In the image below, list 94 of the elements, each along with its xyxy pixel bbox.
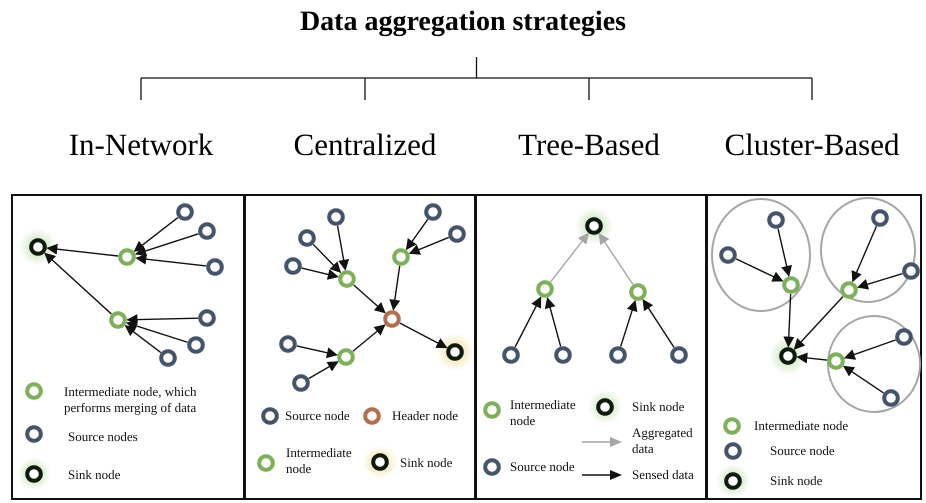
arrow (353, 284, 386, 314)
source-node-ring (609, 346, 627, 364)
arrow (135, 254, 206, 267)
source-node-ring (670, 346, 688, 364)
arrow (44, 252, 112, 314)
arrow (736, 258, 784, 282)
arrow (598, 233, 634, 285)
source-node-ring (767, 211, 785, 229)
source-node-ring (206, 258, 224, 276)
arrow (777, 228, 792, 277)
arrow (308, 361, 339, 380)
source-node-ring (198, 222, 216, 240)
panel-heading: In-Network (68, 127, 214, 163)
cluster-ellipse (711, 198, 811, 312)
arrow (794, 296, 844, 350)
arrow (135, 233, 199, 256)
source-node-ring (502, 346, 520, 364)
legend-label: Sink node (68, 467, 122, 483)
arrow (842, 366, 884, 394)
cluster-ellipse (827, 315, 921, 413)
arrow (796, 352, 828, 364)
legend-label: Source nodes (68, 429, 139, 445)
legend-label: Intermediate node (510, 397, 577, 429)
intermediate-node-ring (782, 276, 800, 294)
source-node-ring (327, 208, 345, 226)
arrow (620, 300, 638, 347)
legend-label: Sink node (770, 473, 824, 489)
intermediate-node-ring (840, 281, 858, 299)
arrow (352, 324, 386, 352)
source-node-ring (176, 203, 194, 221)
arrow (126, 314, 198, 326)
legend-label: Intermediate node (286, 445, 353, 477)
arrow (124, 325, 162, 354)
intermediate-node-ring (118, 248, 136, 266)
legend-label: Source node (510, 459, 576, 475)
arrow (46, 244, 118, 257)
arrow (852, 226, 878, 282)
source-node-ring (448, 225, 466, 243)
intermediate-node-ring (536, 280, 554, 298)
source-node-ring (187, 336, 205, 354)
panel-heading: Tree-Based (517, 127, 661, 163)
source-node-ring (279, 335, 297, 353)
legend-label: Source node (285, 408, 351, 424)
intermediate-node-ring (109, 311, 127, 329)
arrow (336, 226, 350, 271)
arrow (857, 272, 903, 290)
legend-label: Intermediate node (754, 418, 850, 434)
legend-label: Intermediate node, which performs merging of data (64, 384, 198, 416)
source-node-ring (871, 209, 889, 227)
sink-node-ring (446, 343, 464, 361)
arrow (389, 266, 400, 311)
arrow (296, 345, 338, 358)
legend-label: Source node (770, 443, 836, 459)
legend-label: Header node (392, 408, 460, 424)
intermediate-node-ring (392, 248, 410, 266)
intermediate-node-ring (337, 348, 355, 366)
arrow (844, 339, 896, 360)
sink-node-ring (585, 217, 603, 235)
arrow (126, 320, 188, 343)
arrow (312, 244, 342, 273)
source-node-ring (298, 229, 316, 247)
legend-label: Aggregated data (632, 425, 694, 457)
source-node-ring (424, 203, 442, 221)
arrow (400, 322, 448, 348)
arrow (544, 297, 562, 346)
arrow (550, 232, 589, 282)
intermediate-node-ring (629, 283, 647, 301)
sink-node-ring (29, 238, 47, 256)
source-node-ring (554, 346, 572, 364)
arrow (406, 218, 428, 250)
source-node-ring (902, 262, 920, 280)
header-node-ring (383, 310, 401, 328)
source-node-ring (895, 328, 913, 346)
arrow (642, 299, 675, 348)
intermediate-node-ring (827, 352, 845, 370)
arrow (134, 216, 178, 252)
source-node-ring (159, 349, 177, 367)
arrow (408, 236, 449, 255)
source-node-ring (882, 389, 900, 407)
panel-heading: Centralized (292, 127, 438, 163)
panel-heading: Cluster-Based (723, 127, 900, 163)
source-node-ring (719, 246, 737, 264)
source-node-ring (284, 257, 302, 275)
source-node-ring (198, 309, 216, 327)
source-node-ring (292, 374, 310, 392)
legend-label: Sensed data (632, 467, 695, 483)
title: Data aggregation strategies (298, 6, 628, 39)
sink-node-ring (779, 347, 797, 365)
arrow (514, 296, 542, 348)
legend-label: Sink node (632, 399, 686, 415)
legend-label: Sink node (400, 455, 454, 471)
intermediate-node-ring (338, 270, 356, 288)
arrow (302, 267, 339, 280)
arrow (783, 294, 794, 348)
